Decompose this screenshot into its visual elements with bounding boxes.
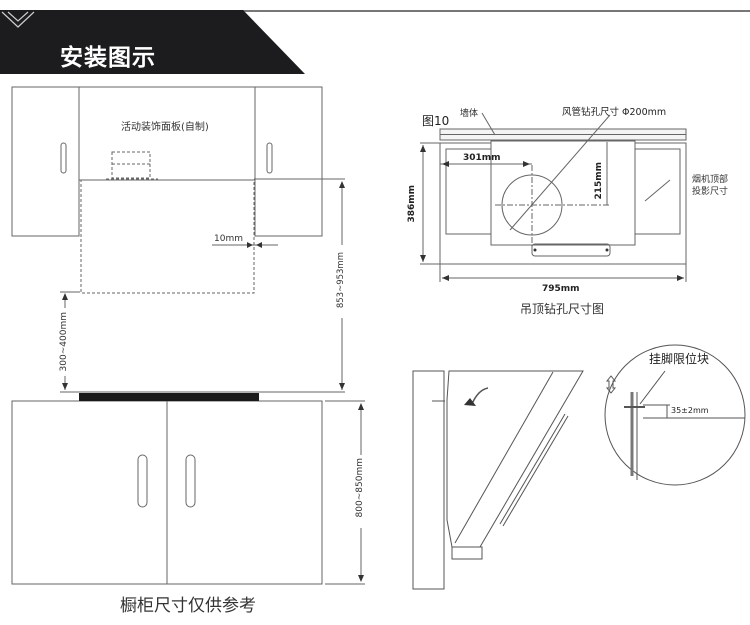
offset-x-label: 301mm — [463, 153, 501, 163]
section-title: 安装图示 — [60, 45, 156, 71]
spacing-label: 35±2mm — [671, 406, 709, 415]
banner-background — [0, 10, 305, 74]
double-chevron-down-icon — [1, 11, 35, 28]
up-down-arrow-icon — [605, 375, 617, 394]
projection-label-1: 烟机顶部 — [692, 175, 729, 185]
wall-label: 墙体 — [460, 109, 479, 119]
countertop — [79, 393, 259, 401]
figure-label: 图10 — [422, 114, 450, 128]
ceiling-caption: 吊顶钻孔尺寸图 — [520, 302, 605, 316]
upper-cabinet-right — [254, 86, 323, 237]
decor-panel-label: 活动装饰面板(自制) — [121, 122, 209, 133]
projection-label-2: 投影尺寸 — [692, 187, 729, 197]
section-banner: 安装图示 — [0, 10, 305, 74]
detail-label: 挂脚限位块 — [649, 352, 710, 366]
duct-hole-label: 风管钻孔尺寸 Φ200mm — [562, 107, 667, 118]
gap-dimension-label: 10mm — [214, 234, 243, 244]
cabinet-caption: 橱柜尺寸仅供参考 — [120, 596, 256, 616]
width-label: 795mm — [542, 284, 580, 294]
header-divider — [0, 10, 750, 12]
